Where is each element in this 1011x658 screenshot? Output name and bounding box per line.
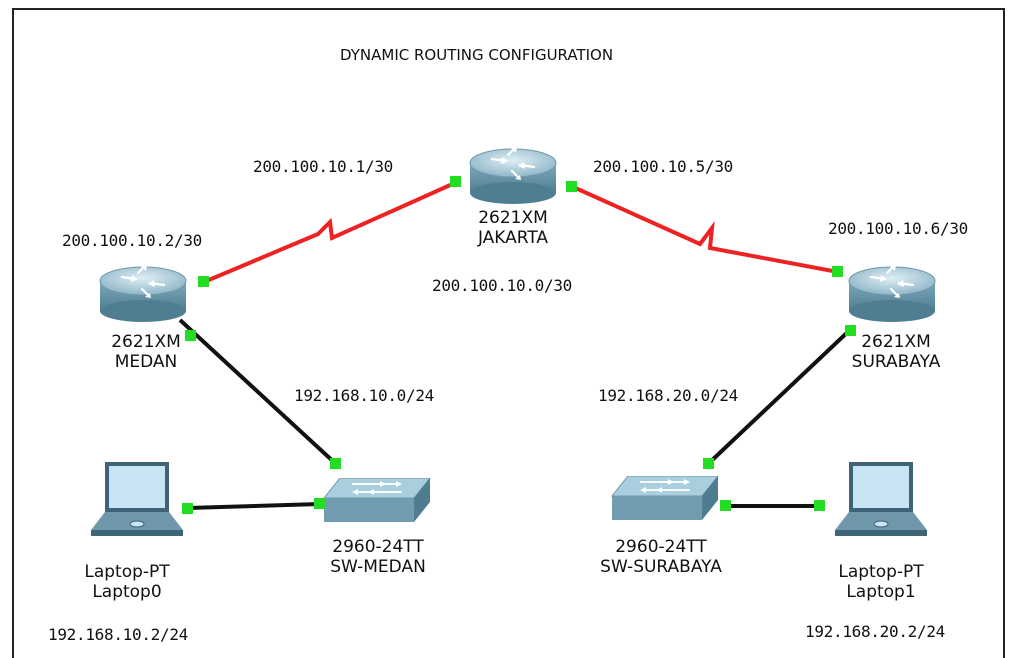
device-model: 2960-24TT xyxy=(615,537,707,557)
label-laptop1: Laptop-PT Laptop1 xyxy=(838,562,923,602)
switch-sw-surabaya-icon[interactable] xyxy=(611,476,719,521)
switch-sw-medan-icon[interactable] xyxy=(323,478,431,523)
label-jakarta: 2621XM JAKARTA xyxy=(478,208,548,248)
router-surabaya-icon[interactable] xyxy=(847,263,937,323)
label-sw-medan: 2960-24TT SW-MEDAN xyxy=(330,537,426,577)
device-model: Laptop-PT xyxy=(838,562,924,582)
port-indicator xyxy=(185,330,196,341)
port-indicator xyxy=(330,458,341,469)
ethernet-link-medan-switch xyxy=(178,318,338,466)
device-name: SW-MEDAN xyxy=(330,557,426,577)
port-indicator xyxy=(566,181,577,192)
router-medan-icon[interactable] xyxy=(98,263,188,323)
device-model: Laptop-PT xyxy=(84,562,170,582)
port-indicator xyxy=(720,500,731,511)
port-indicator xyxy=(703,458,714,469)
ip-wan-network: 200.100.10.0/30 xyxy=(432,276,572,295)
diagram-title: DYNAMIC ROUTING CONFIGURATION xyxy=(340,46,614,64)
ethernet-link-surabaya-switch xyxy=(706,326,854,466)
device-model: 2621XM xyxy=(111,332,181,352)
device-model: 2621XM xyxy=(861,332,931,352)
serial-link-medan-jakarta xyxy=(203,180,458,284)
label-medan: 2621XM MEDAN xyxy=(111,332,181,372)
device-model: 2960-24TT xyxy=(332,537,424,557)
port-indicator xyxy=(450,176,461,187)
device-model: 2621XM xyxy=(478,208,548,228)
ip-lan-medan: 192.168.10.0/24 xyxy=(294,386,434,405)
ip-surabaya-wan: 200.100.10.6/30 xyxy=(828,219,968,238)
port-indicator xyxy=(314,498,325,509)
serial-link-jakarta-surabaya xyxy=(570,184,839,274)
ip-jakarta-right: 200.100.10.5/30 xyxy=(593,157,733,176)
ip-jakarta-left: 200.100.10.1/30 xyxy=(253,157,393,176)
label-sw-surabaya: 2960-24TT SW-SURABAYA xyxy=(600,537,722,577)
laptop0-icon[interactable] xyxy=(90,462,184,537)
ip-medan-wan: 200.100.10.2/30 xyxy=(62,231,202,250)
port-indicator xyxy=(198,276,209,287)
ethernet-link-laptop0-switch xyxy=(187,502,321,510)
ip-laptop0: 192.168.10.2/24 xyxy=(48,625,188,644)
device-name: JAKARTA xyxy=(477,228,549,248)
laptop1-icon[interactable] xyxy=(834,462,928,537)
label-surabaya: 2621XM SURABAYA xyxy=(852,332,941,372)
diagram-frame xyxy=(12,8,1005,658)
port-indicator xyxy=(832,266,843,277)
port-indicator xyxy=(182,503,193,514)
router-jakarta-icon[interactable] xyxy=(468,145,558,205)
device-name: Laptop0 xyxy=(92,582,162,602)
ip-lan-surabaya: 192.168.20.0/24 xyxy=(598,386,738,405)
device-name: SW-SURABAYA xyxy=(600,557,722,577)
label-laptop0: Laptop-PT Laptop0 xyxy=(84,562,169,602)
device-name: SURABAYA xyxy=(851,352,941,372)
port-indicator xyxy=(845,325,856,336)
device-name: Laptop1 xyxy=(846,582,916,602)
port-indicator xyxy=(814,500,825,511)
port-indicators xyxy=(182,176,856,514)
ip-laptop1: 192.168.20.2/24 xyxy=(805,622,945,641)
device-name: MEDAN xyxy=(114,352,178,372)
